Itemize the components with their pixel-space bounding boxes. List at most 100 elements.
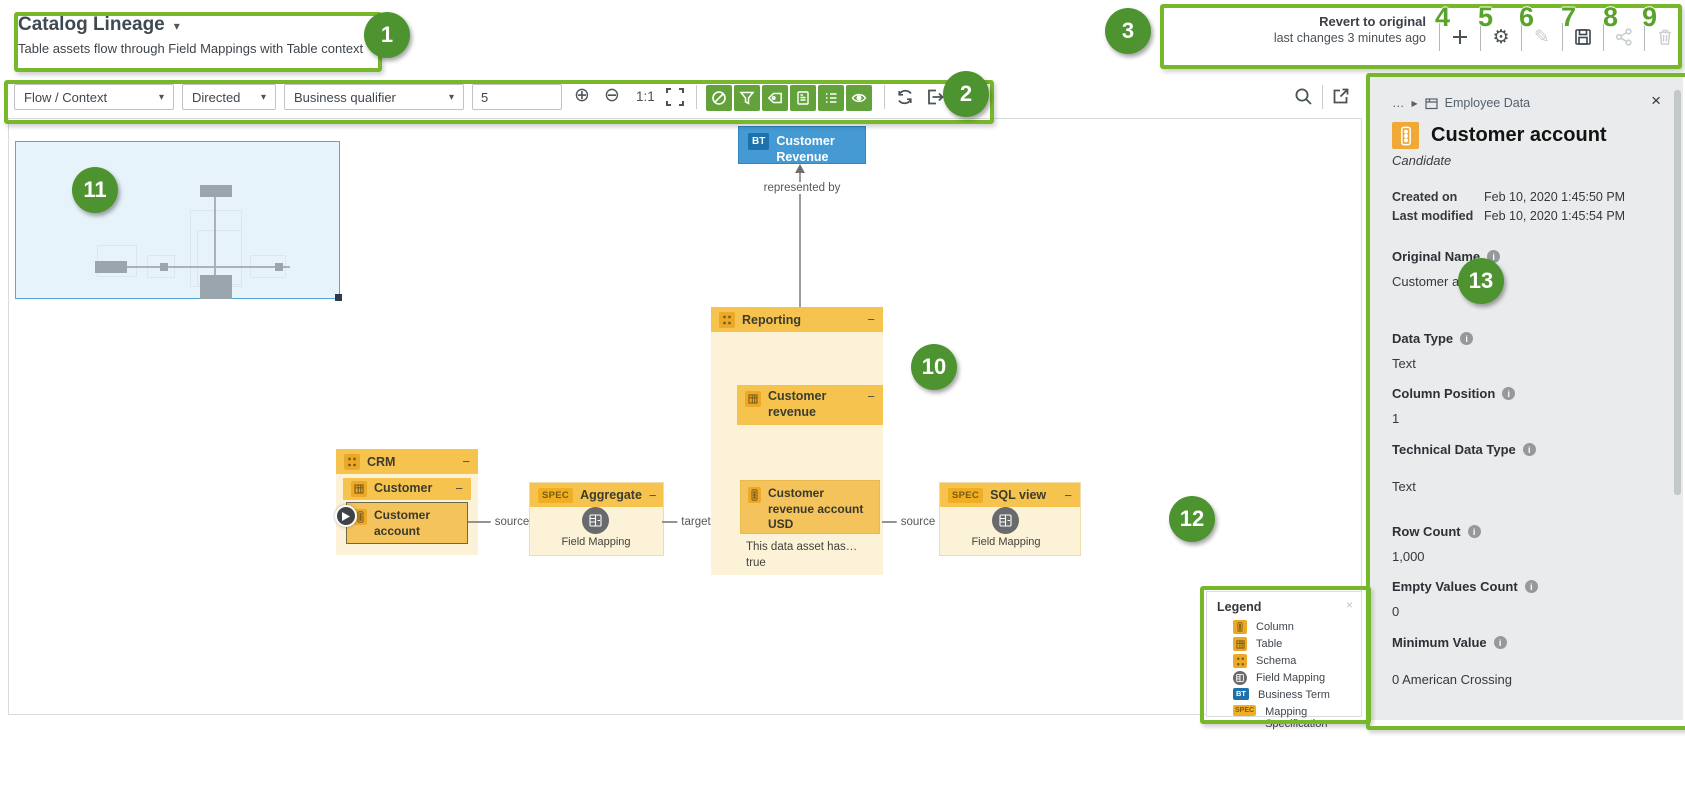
filter-button[interactable]	[734, 85, 760, 111]
zoom-ratio-button[interactable]: 1:1	[636, 89, 655, 104]
legend-title: Legend	[1217, 600, 1262, 614]
legend-item-mapping-specification: SPEC Mapping Specification	[1233, 704, 1328, 731]
collapse-button[interactable]: −	[455, 480, 463, 496]
table-icon	[745, 391, 761, 407]
panel-scrollbar[interactable]	[1674, 90, 1681, 495]
info-icon[interactable]: i	[1493, 636, 1507, 649]
breadcrumb-label[interactable]: Employee Data	[1444, 96, 1531, 110]
info-icon[interactable]: i	[1460, 332, 1474, 345]
callout-badge-2: 2	[943, 71, 989, 117]
table-customer-revenue[interactable]: Customer revenue −	[737, 385, 883, 567]
eye-icon	[851, 93, 867, 103]
zoom-in-icon[interactable]: ⊕	[574, 85, 590, 106]
node-note: This data asset has…	[746, 541, 858, 553]
minimap-node	[200, 185, 232, 197]
collapse-button[interactable]: −	[867, 312, 875, 327]
label-toggle-button[interactable]	[762, 85, 788, 111]
fit-to-screen-button[interactable]	[666, 88, 684, 106]
title-dropdown-caret-icon[interactable]: ▾	[173, 19, 180, 33]
edge-label-represented-by: represented by	[759, 182, 845, 194]
minimap[interactable]	[15, 141, 342, 301]
spec-aggregate[interactable]: SPEC Aggregate −	[529, 482, 664, 556]
add-button[interactable]	[1449, 24, 1471, 50]
spec-header-aggregate[interactable]: SPEC Aggregate −	[530, 483, 663, 507]
business-term-badge: BT	[748, 133, 770, 150]
gear-icon: ⚙	[1492, 26, 1510, 48]
spec-title: Aggregate	[580, 488, 642, 502]
group-header-reporting[interactable]: Reporting −	[711, 307, 883, 332]
spec-sql-view[interactable]: SPEC SQL view −	[939, 482, 1081, 556]
lineage-canvas[interactable]: BT Customer Revenue represented by CRM −…	[8, 118, 1362, 730]
revert-to-original[interactable]: Revert to original last changes 3 minute…	[1168, 14, 1426, 45]
node-field-mapping-sql-view[interactable]	[992, 507, 1019, 534]
minimap-node	[275, 263, 283, 271]
callout-number-4: 4	[1435, 2, 1451, 32]
minimap-edge	[98, 266, 290, 268]
breadcrumb[interactable]: … ▶ Employee Data	[1392, 96, 1530, 110]
details-pane-button[interactable]	[790, 85, 816, 111]
collapse-button[interactable]: −	[648, 487, 657, 503]
legend-item-column: Column	[1233, 620, 1351, 634]
table-header-customer-revenue[interactable]: Customer revenue −	[737, 385, 883, 425]
info-icon[interactable]: i	[1522, 443, 1536, 456]
save-icon	[1575, 29, 1591, 45]
breadcrumb-ellipsis[interactable]: …	[1392, 96, 1405, 110]
panel-close-icon[interactable]: ×	[1651, 91, 1661, 110]
trace-play-button[interactable]	[335, 505, 357, 527]
info-icon[interactable]: i	[1467, 525, 1481, 538]
callout-badge-3: 3	[1105, 8, 1151, 54]
asset-title: Customer account	[1431, 124, 1607, 146]
overlap-toggle-button[interactable]	[706, 85, 732, 111]
refresh-button[interactable]	[896, 88, 914, 106]
node-column-customer-account[interactable]: Customer account	[346, 502, 468, 544]
revert-timestamp: last changes 3 minutes ago	[1273, 31, 1426, 45]
asset-type-icon	[1425, 97, 1438, 109]
zoom-out-icon[interactable]: ⊖	[604, 85, 620, 106]
info-icon[interactable]: i	[1524, 580, 1538, 593]
callout-number-5: 5	[1478, 2, 1494, 32]
view-type-select[interactable]: Flow / Context ▾	[14, 84, 174, 110]
document-icon	[797, 91, 809, 105]
save-button[interactable]	[1572, 24, 1594, 50]
visibility-button[interactable]	[846, 85, 872, 111]
spec-badge: SPEC	[1233, 704, 1257, 716]
share-button[interactable]	[1613, 24, 1635, 50]
node-column-customer-revenue-account-usd[interactable]: Customer revenue account USD	[740, 480, 880, 534]
revert-label[interactable]: Revert to original	[1319, 14, 1426, 29]
divider	[1562, 23, 1563, 51]
no-overlap-icon	[712, 91, 726, 105]
search-button[interactable]	[1294, 87, 1313, 106]
settings-button[interactable]: ⚙	[1490, 24, 1512, 50]
direction-select[interactable]: Directed ▾	[182, 84, 276, 110]
list-view-button[interactable]	[818, 85, 844, 111]
group-header-crm[interactable]: CRM −	[336, 449, 478, 474]
spec-header-sql-view[interactable]: SPEC SQL view −	[940, 483, 1080, 507]
edge-arrowhead-up	[795, 164, 805, 173]
spec-title: SQL view	[990, 488, 1047, 502]
column-icon	[748, 487, 761, 503]
delete-button[interactable]	[1654, 24, 1676, 50]
collapse-button[interactable]: −	[867, 389, 875, 404]
divider	[884, 85, 885, 109]
depth-input[interactable]	[472, 84, 562, 110]
export-button[interactable]	[926, 88, 944, 106]
node-field-mapping-aggregate[interactable]	[582, 507, 609, 534]
table-header-customer[interactable]: Customer −	[343, 478, 471, 500]
open-in-new-button[interactable]	[1332, 87, 1350, 105]
legend: Legend × Column Table Schema	[1206, 591, 1362, 730]
callout-number-7: 7	[1561, 2, 1577, 32]
qualifier-select[interactable]: Business qualifier ▾	[284, 84, 464, 110]
minimap-resize-handle[interactable]	[335, 294, 342, 301]
collapse-button[interactable]: −	[462, 454, 470, 469]
node-label: Customer Revenue	[776, 134, 835, 165]
edit-button[interactable]: ✎	[1531, 24, 1553, 50]
legend-close-icon[interactable]: ×	[1345, 598, 1353, 612]
collapse-button[interactable]: −	[1064, 487, 1072, 503]
field-mapping-icon	[589, 514, 602, 527]
info-icon[interactable]: i	[1502, 387, 1516, 400]
node-business-term-customer-revenue[interactable]: BT Customer Revenue	[738, 126, 866, 164]
callout-badge-11: 11	[72, 167, 118, 213]
